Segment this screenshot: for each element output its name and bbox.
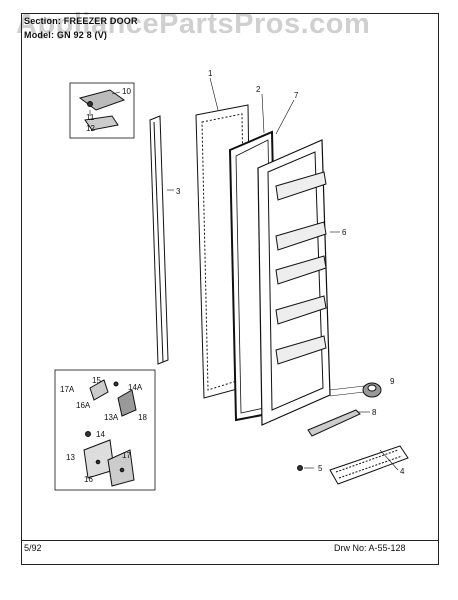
grille-screw [297,465,314,471]
hinge-inset-top [69,82,135,139]
door-trim-strip [149,115,174,365]
drawing-number: Drw No: A-55-128 [334,543,406,553]
callout-5: 5 [318,464,323,473]
callout-16: 16 [84,475,93,484]
hinge-inset-bottom [54,369,156,491]
callout-14: 14 [96,430,105,439]
callout-14a: 14A [128,383,143,392]
door-inner-liner [257,139,340,426]
callout-12: 12 [86,124,95,133]
revision-date: 5/92 [24,543,42,553]
callout-17a: 17A [60,385,75,394]
callout-13a: 13A [104,413,119,422]
callout-11: 11 [86,113,95,122]
drawing-frame [21,13,439,565]
callout-8: 8 [372,408,377,417]
callout-3: 3 [176,187,181,196]
callout-17: 17 [122,451,131,460]
bottom-trim [307,409,370,437]
callout-18: 18 [138,413,147,422]
section-title: Section: FREEZER DOOR [24,16,138,26]
callout-16a: 16A [76,401,91,410]
callout-7: 7 [294,91,299,100]
footer-divider [21,540,439,541]
hinge-cam [329,382,382,398]
callout-6: 6 [342,228,347,237]
model-number: Model: GN 92 8 (V) [24,30,108,40]
callout-9: 9 [390,377,395,386]
kick-grille [329,445,409,485]
callout-15: 15 [92,376,101,385]
callout-10: 10 [122,87,131,96]
callout-2: 2 [256,85,261,94]
callout-13: 13 [66,453,75,462]
callout-1: 1 [208,69,213,78]
callout-4: 4 [400,467,405,476]
